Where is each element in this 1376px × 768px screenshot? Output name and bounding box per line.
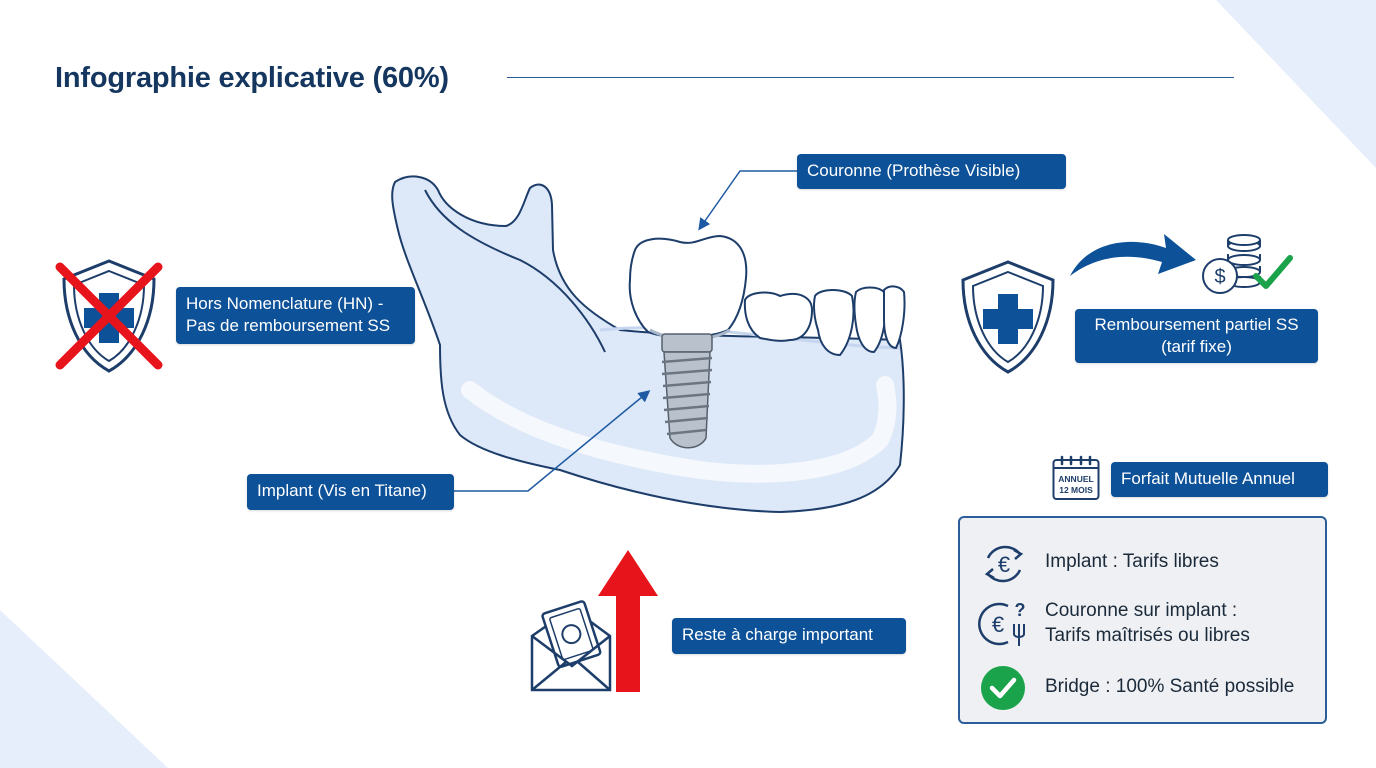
euro-question-icon: € ? bbox=[978, 600, 1026, 646]
remboursement-label: Remboursement partiel SS (tarif fixe) bbox=[1075, 309, 1318, 363]
svg-text:€: € bbox=[992, 612, 1004, 637]
up-arrow-icon bbox=[598, 550, 658, 692]
corner-decoration-top-right bbox=[1216, 0, 1376, 168]
info-row-implant: € Implant : Tarifs libres bbox=[960, 536, 1325, 586]
svg-text:$: $ bbox=[1214, 266, 1225, 288]
corner-decoration-bottom-left bbox=[0, 610, 168, 768]
info-row-bridge: Bridge : 100% Santé possible bbox=[960, 661, 1325, 711]
implant-label: Implant (Vis en Titane) bbox=[247, 474, 454, 510]
tarifs-info-box: € Implant : Tarifs libres € ? Couronne s… bbox=[958, 516, 1327, 724]
money-envelope-icon bbox=[530, 600, 612, 692]
info-row-couronne: € ? Couronne sur implant : Tarifs maîtri… bbox=[960, 594, 1325, 654]
remboursement-line1: Remboursement partiel SS bbox=[1094, 315, 1299, 334]
title-rule bbox=[507, 77, 1234, 78]
crown-label: Couronne (Prothèse Visible) bbox=[797, 154, 1066, 189]
info-bridge-text: Bridge : 100% Santé possible bbox=[1045, 676, 1295, 697]
shield-cross-icon bbox=[961, 260, 1055, 374]
hors-nomenclature-label: Hors Nomenclature (HN) - Pas de rembours… bbox=[176, 287, 415, 344]
svg-text:€: € bbox=[998, 552, 1010, 577]
svg-text:?: ? bbox=[1015, 600, 1026, 620]
forfait-mutuelle-label: Forfait Mutuelle Annuel bbox=[1111, 462, 1328, 497]
calendar-icon: ANNUEL 12 MOIS bbox=[1052, 455, 1100, 501]
crossed-shield-icon bbox=[55, 259, 163, 373]
green-check-icon bbox=[981, 666, 1025, 710]
curved-arrow-icon bbox=[1070, 234, 1196, 276]
calendar-line1: ANNUEL bbox=[1058, 474, 1094, 484]
info-couronne-line1: Couronne sur implant : bbox=[1045, 600, 1238, 621]
jaw-illustration bbox=[391, 175, 906, 514]
page-title: Infographie explicative (60%) bbox=[55, 62, 449, 94]
calendar-line2: 12 MOIS bbox=[1059, 485, 1093, 495]
reste-a-charge-label: Reste à charge important bbox=[672, 618, 906, 654]
natural-teeth bbox=[743, 285, 906, 357]
hors-nomenclature-line2: Pas de remboursement SS bbox=[186, 316, 391, 335]
remboursement-line2: (tarif fixe) bbox=[1161, 337, 1232, 356]
implant-leader-line bbox=[454, 390, 651, 492]
crown-leader-line bbox=[698, 170, 797, 231]
info-couronne-line2: Tarifs maîtrisés ou libres bbox=[1045, 625, 1250, 646]
crown-shape bbox=[628, 234, 748, 339]
euro-cycle-icon: € bbox=[984, 545, 1024, 583]
coins-check-icon: $ bbox=[1202, 234, 1293, 294]
info-implant-text: Implant : Tarifs libres bbox=[1045, 551, 1219, 572]
hors-nomenclature-line1: Hors Nomenclature (HN) - bbox=[186, 294, 384, 313]
implant-screw-shape bbox=[661, 333, 713, 449]
